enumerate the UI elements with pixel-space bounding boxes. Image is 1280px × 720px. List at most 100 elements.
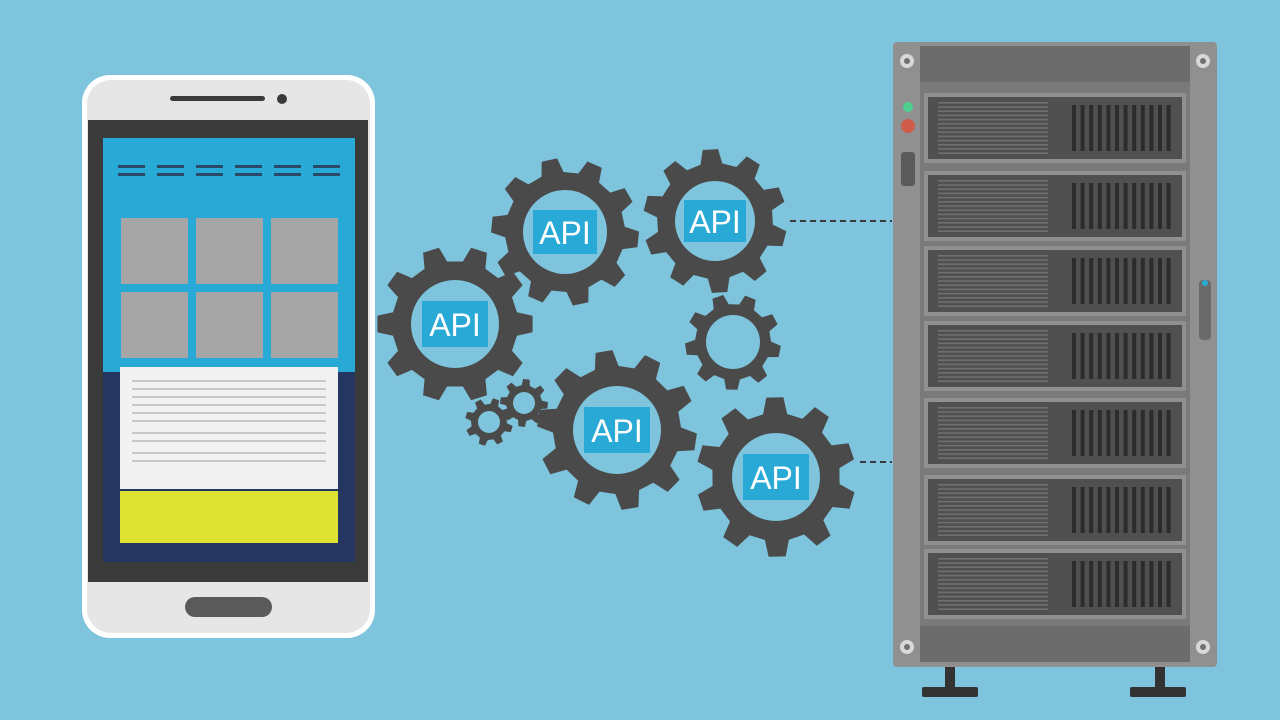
header-line xyxy=(235,173,262,176)
gear-icon xyxy=(465,398,513,446)
vent-line xyxy=(938,148,1048,150)
api-label: API xyxy=(689,204,741,240)
phone-tile xyxy=(121,218,188,284)
slot-bar xyxy=(1158,487,1162,533)
vent-line xyxy=(938,428,1048,430)
server-bottom-panel xyxy=(920,626,1190,662)
slot-bar xyxy=(1158,183,1162,229)
slot-bar xyxy=(1089,410,1094,456)
vent-line xyxy=(938,230,1048,232)
server-unit-slots xyxy=(1072,561,1171,607)
server-unit xyxy=(924,93,1186,163)
vent-line xyxy=(938,201,1048,203)
api-label-bg xyxy=(422,301,488,347)
vent-line xyxy=(938,407,1048,409)
vent-line xyxy=(938,355,1048,357)
vent-line xyxy=(938,432,1048,434)
server-screw-center xyxy=(904,58,910,64)
slot-bar xyxy=(1123,487,1128,533)
slot-bar xyxy=(1140,561,1145,607)
slot-bar xyxy=(1089,105,1094,151)
slot-bar xyxy=(1123,333,1128,379)
vent-line xyxy=(938,114,1048,117)
server-unit-vent xyxy=(938,484,1048,536)
vent-line xyxy=(938,255,1048,257)
vent-line xyxy=(938,496,1048,499)
slot-bar xyxy=(1158,333,1162,379)
gear-icon xyxy=(500,379,548,427)
phone-tile-grid xyxy=(121,218,338,358)
slot-bar xyxy=(1166,333,1171,379)
api-label: API xyxy=(750,460,802,496)
slot-bar xyxy=(1097,487,1102,533)
vent-line xyxy=(938,184,1048,186)
phone-home-button xyxy=(185,597,272,617)
slot-bar xyxy=(1106,105,1111,151)
server-unit-vent xyxy=(938,558,1048,610)
vent-line xyxy=(938,583,1048,585)
vent-line xyxy=(938,346,1048,349)
slot-bar xyxy=(1080,333,1085,379)
slot-bar xyxy=(1089,183,1094,229)
text-line xyxy=(132,388,326,390)
vent-line xyxy=(938,608,1048,610)
slot-bar xyxy=(1132,561,1137,607)
slot-bar xyxy=(1123,183,1128,229)
vent-line xyxy=(938,288,1048,291)
vent-line xyxy=(938,509,1048,511)
vent-line xyxy=(938,484,1048,486)
text-line xyxy=(132,420,326,422)
vent-line xyxy=(938,440,1048,443)
vent-line xyxy=(938,188,1048,190)
vent-line xyxy=(938,334,1048,336)
slot-bar xyxy=(1072,487,1076,533)
vent-line xyxy=(938,444,1048,447)
slot-bar xyxy=(1080,487,1085,533)
api-label: API xyxy=(591,413,643,449)
server-unit xyxy=(924,398,1186,468)
phone-header-lines xyxy=(118,165,340,176)
vent-line xyxy=(938,363,1048,366)
gear-icon: API xyxy=(537,350,697,510)
slot-bar xyxy=(1123,561,1128,607)
slot-bar xyxy=(1132,410,1137,456)
slot-bar xyxy=(1166,105,1171,151)
slot-bar xyxy=(1097,333,1102,379)
slot-bar xyxy=(1097,561,1102,607)
server-top-panel xyxy=(920,46,1190,82)
vent-line xyxy=(938,492,1048,494)
header-line xyxy=(118,173,145,176)
server-foot-left xyxy=(922,687,978,697)
slot-bar xyxy=(1089,487,1094,533)
vent-line xyxy=(938,517,1048,520)
vent-line xyxy=(938,415,1048,417)
server-status-led-green xyxy=(903,102,913,112)
vent-line xyxy=(938,301,1048,303)
server-unit-vent xyxy=(938,407,1048,459)
vent-line xyxy=(938,359,1048,361)
server-unit xyxy=(924,246,1186,316)
slot-bar xyxy=(1089,561,1094,607)
vent-line xyxy=(938,587,1048,589)
api-label-bg xyxy=(533,210,597,254)
slot-bar xyxy=(1132,487,1137,533)
api-label-bg xyxy=(584,407,650,453)
slot-bar xyxy=(1072,183,1076,229)
vent-line xyxy=(938,192,1048,195)
server-unit-slots xyxy=(1072,105,1171,151)
phone-cta-block xyxy=(120,491,338,543)
slot-bar xyxy=(1166,258,1171,304)
header-line xyxy=(235,165,262,168)
vent-line xyxy=(938,276,1048,278)
vent-line xyxy=(938,591,1048,594)
text-line xyxy=(132,432,326,434)
phone-tile xyxy=(271,218,338,284)
slot-bar xyxy=(1106,258,1111,304)
vent-line xyxy=(938,367,1048,370)
phone-text-card xyxy=(120,367,338,489)
vent-line xyxy=(938,376,1048,378)
header-line xyxy=(157,165,184,168)
slot-bar xyxy=(1106,410,1111,456)
header-line xyxy=(313,173,340,176)
